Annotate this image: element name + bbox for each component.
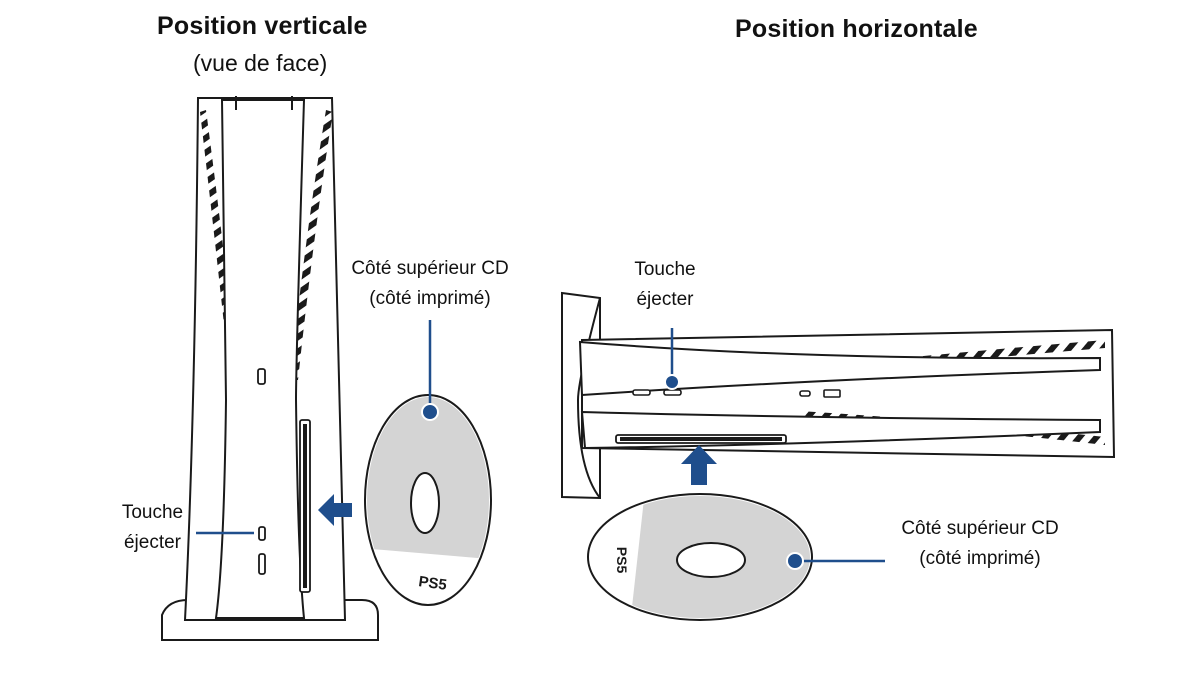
vertical-disc-logo: PS5	[417, 573, 447, 594]
vertical-eject-label-line1: Touche	[121, 502, 184, 523]
horizontal-console	[561, 291, 1116, 500]
vertical-power-button	[258, 553, 266, 575]
vertical-body	[214, 99, 306, 619]
horizontal-usb-a-port	[823, 389, 841, 398]
horizontal-eject-marker	[664, 374, 680, 390]
vertical-title: Position verticale	[157, 12, 368, 40]
vertical-subtitle: (vue de face)	[193, 50, 328, 76]
horizontal-disc-label-line1: Côté supérieur CD	[901, 518, 1059, 539]
disc-hole	[676, 542, 746, 578]
vertical-eject-label: Touche éjecter	[110, 498, 195, 558]
vertical-disc: PS5	[364, 320, 492, 606]
horizontal-usb-c-port	[799, 390, 811, 397]
horizontal-power-button	[632, 389, 651, 396]
horizontal-disc-label-line2: (côté imprimé)	[919, 548, 1041, 569]
vertical-right-vents	[290, 110, 333, 380]
vertical-console	[161, 96, 379, 641]
vertical-disc-label-line2: (côté imprimé)	[369, 288, 491, 309]
horizontal-title: Position horizontale	[735, 15, 978, 43]
vertical-insert-arrow	[318, 494, 352, 526]
horizontal-eject-label-line2: éjecter	[636, 289, 694, 310]
vertical-eject-button	[258, 526, 266, 541]
horizontal-insert-arrow	[681, 445, 717, 485]
horizontal-top-body	[578, 340, 1101, 397]
disc-hole	[410, 472, 440, 534]
horizontal-eject-label: Touche éjecter	[620, 255, 710, 315]
horizontal-eject-button	[663, 389, 682, 396]
vertical-disc-label-line1: Côté supérieur CD	[351, 258, 509, 279]
horizontal-disc-label: Côté supérieur CD (côté imprimé)	[880, 514, 1080, 574]
vertical-disc-marker	[421, 403, 439, 421]
horizontal-disc: PS5	[587, 493, 885, 621]
horizontal-disc-marker	[786, 552, 804, 570]
horizontal-disc-logo: PS5	[614, 547, 630, 574]
usb-port	[257, 368, 266, 385]
vertical-disc-label: Côté supérieur CD (côté imprimé)	[330, 254, 530, 314]
horizontal-eject-label-line1: Touche	[634, 259, 696, 280]
vertical-eject-label-line2: éjecter	[123, 532, 182, 553]
